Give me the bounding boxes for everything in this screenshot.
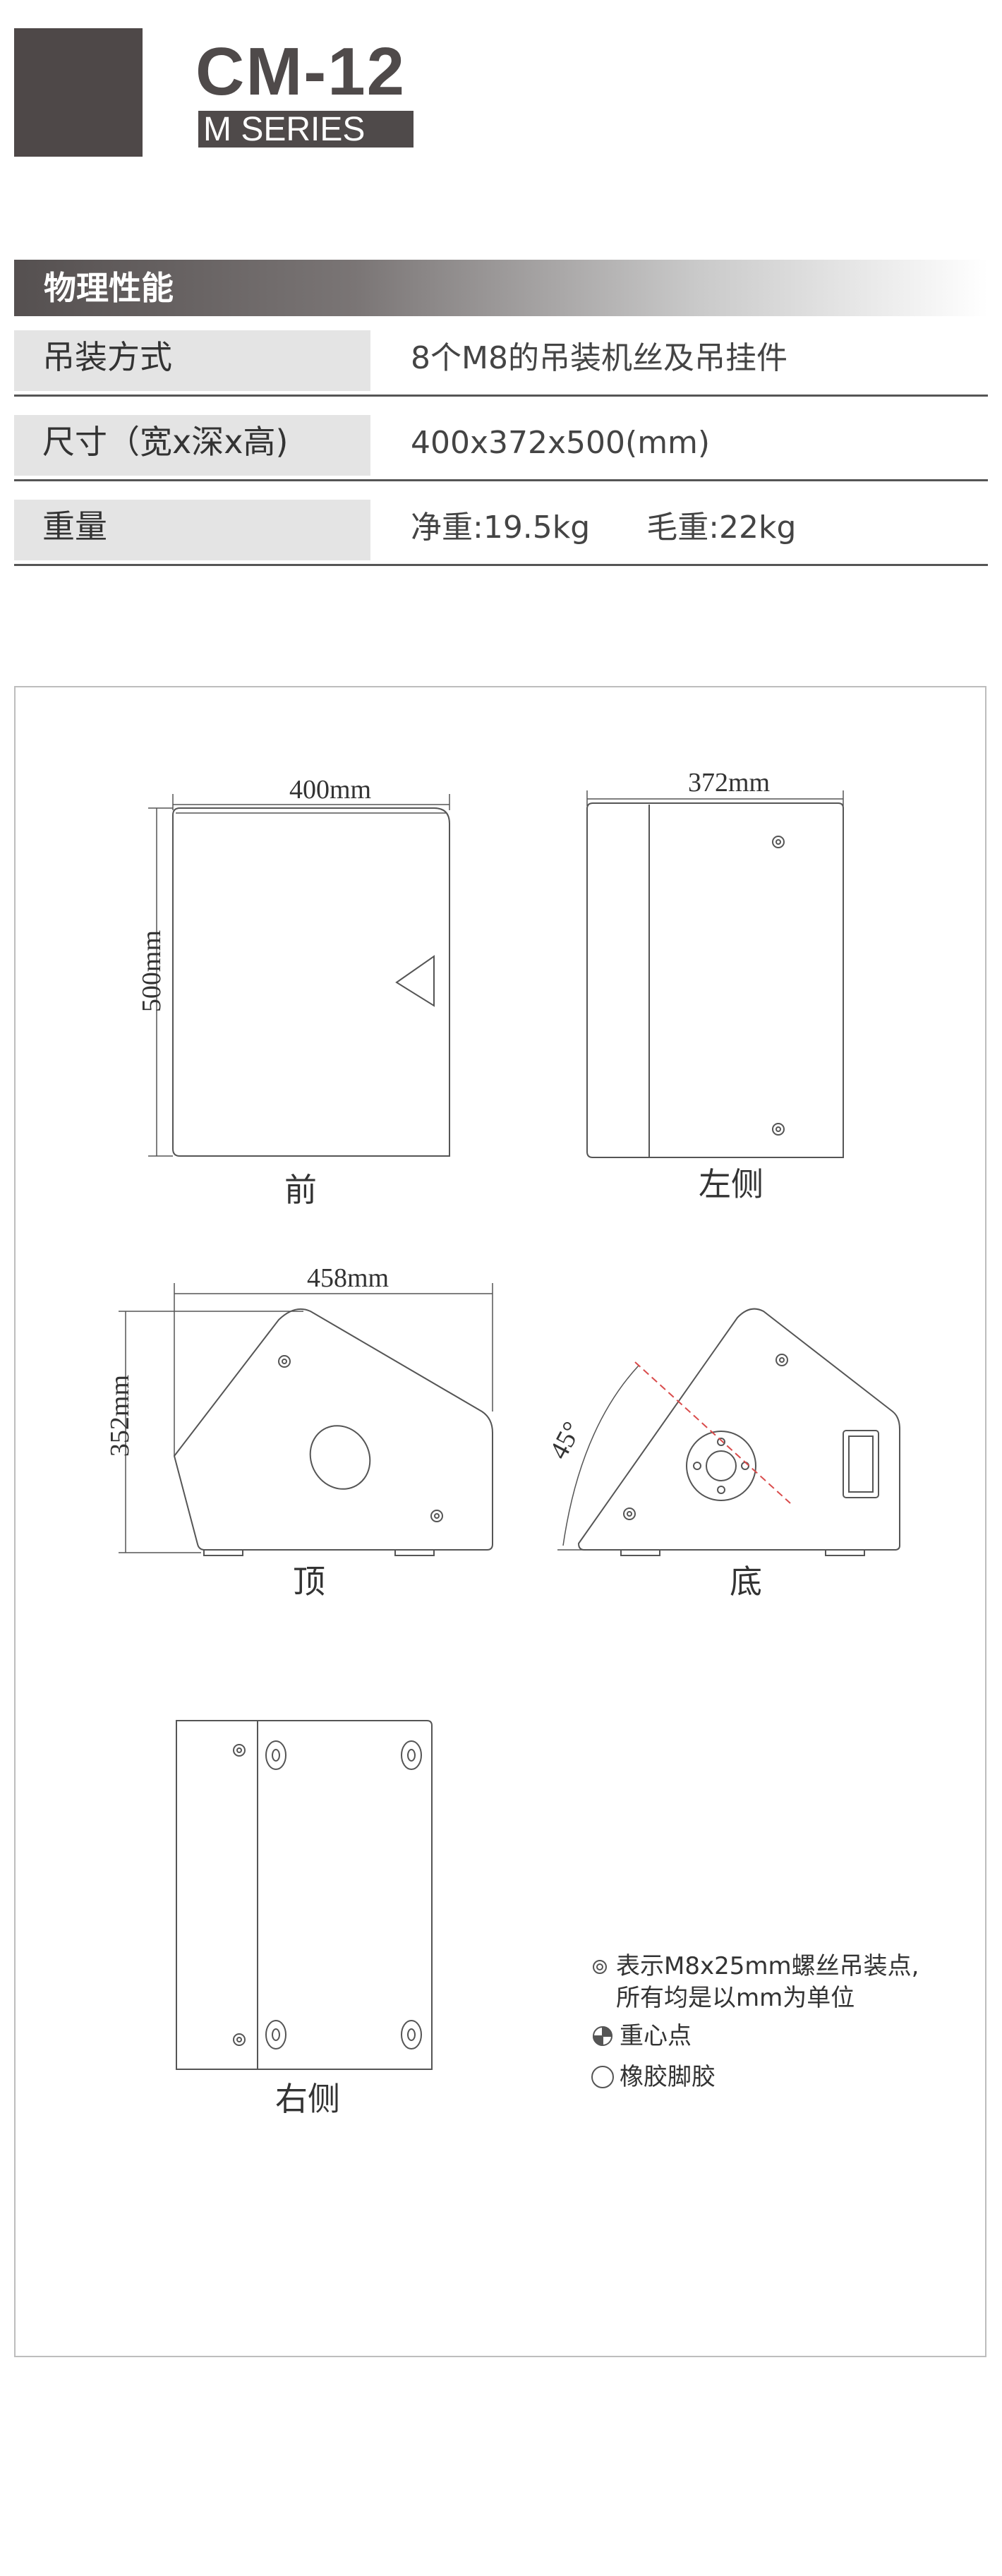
top-view-drawing [119,1283,493,1556]
logo-block [14,28,143,157]
spec-label-box [14,415,370,476]
spec-label-box [14,500,370,560]
spec-label: 尺寸（宽x深x高) [42,423,289,461]
spec-divider [14,479,988,481]
spec-divider [14,564,988,566]
spec-value: 400x372x500(mm) [411,425,711,461]
bottom-view-caption: 底 [730,1563,762,1601]
gross-weight: 毛重:22kg [646,510,797,546]
bottom-view-drawing [557,1308,900,1556]
front-view-caption: 前 [284,1171,317,1209]
drawing-frame [14,686,986,2357]
front-width-dimension: 400mm [289,775,372,805]
spec-row-rigging: 吊装方式 8个M8的吊装机丝及吊挂件 [14,325,988,397]
top-width-dimension: 458mm [307,1263,390,1293]
right-side-view-drawing [176,1720,433,2070]
spec-value: 8个M8的吊装机丝及吊挂件 [411,340,787,376]
rigging-point-icon [593,1960,607,1974]
spec-label: 重量 [42,507,107,546]
left-side-view-caption: 左侧 [699,1165,763,1203]
model-title: CM-12 [195,34,406,109]
series-label: M SERIES [203,111,366,148]
legend-center-of-gravity: 重心点 [620,2022,692,2050]
center-of-gravity-icon [592,2026,613,2047]
front-height-dimension: 500mm [137,929,167,1013]
spec-row-dimensions: 尺寸（宽x深x高) 400x372x500(mm) [14,409,988,481]
spec-label: 吊装方式 [42,338,172,376]
top-height-dimension: 352mm [105,1374,135,1457]
spec-row-weight: 重量 净重:19.5kg 毛重:22kg [14,494,988,566]
left-side-view-drawing [586,790,844,1158]
rubber-feet-icon [591,2066,614,2088]
legend-rigging-point: 表示M8x25mm螺丝吊装点, [616,1952,919,1980]
spec-divider [14,395,988,397]
series-badge [198,111,414,148]
top-view-caption: 顶 [293,1563,325,1601]
legend-units-note: 所有均是以mm为单位 [616,1984,855,2012]
side-depth-dimension: 372mm [688,768,771,798]
spec-section-header: 物理性能 [14,260,988,316]
center-of-gravity-line [634,1361,791,1504]
front-view-drawing [148,794,450,1157]
right-side-view-caption: 右侧 [275,2080,340,2118]
spec-label-box [14,330,370,391]
net-weight: 净重:19.5kg [411,510,591,546]
spec-value-group: 净重:19.5kg 毛重:22kg [411,508,796,548]
legend-rubber-feet: 橡胶脚胶 [620,2063,716,2091]
spec-section-title: 物理性能 [44,269,174,307]
